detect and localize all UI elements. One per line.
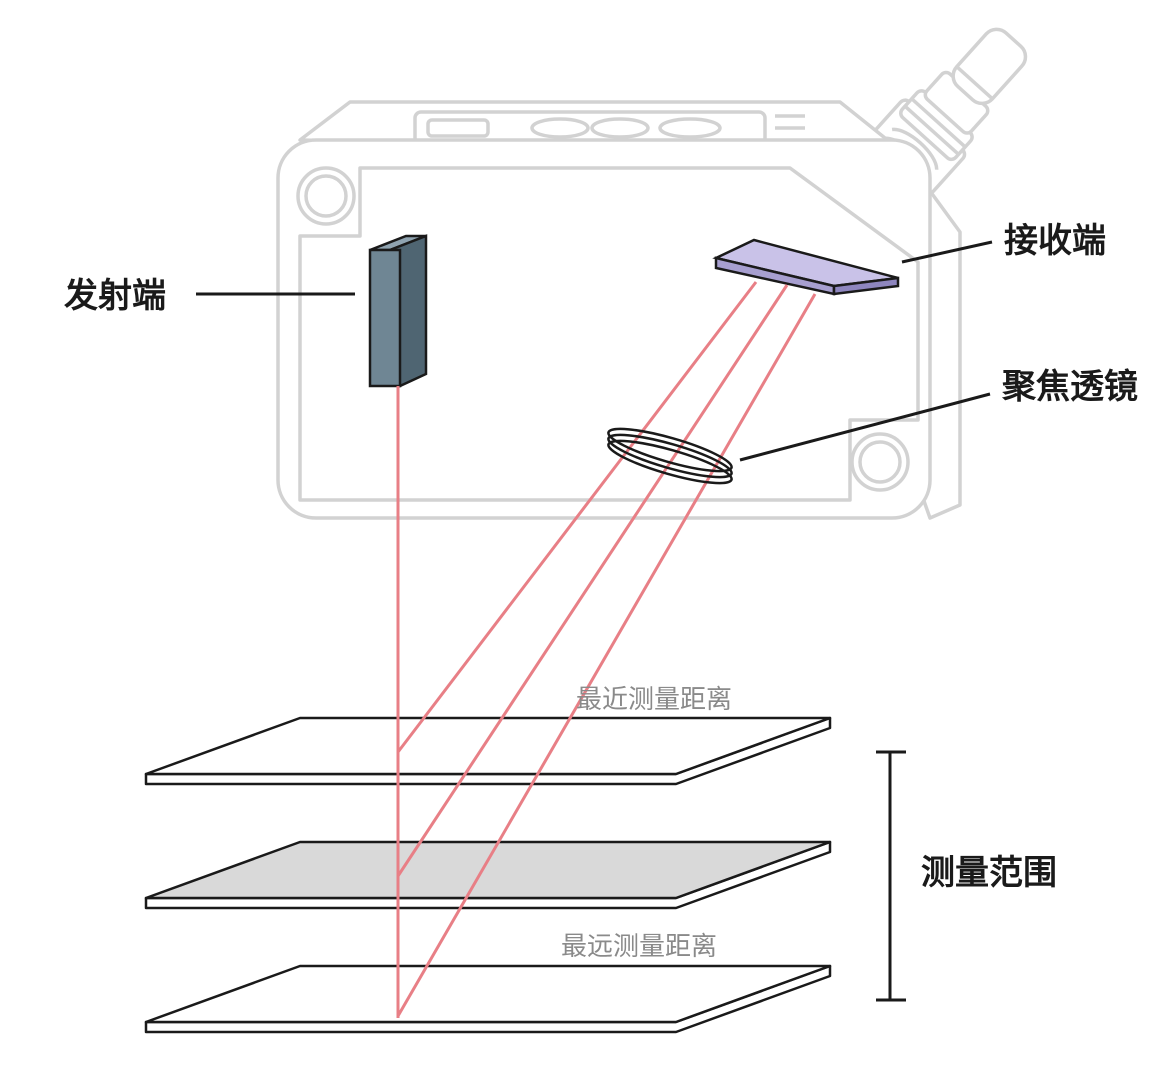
plate-nearest — [144, 716, 832, 786]
receiver-label: 接收端 — [1004, 221, 1106, 261]
measuring-range-label: 测量范围 — [921, 853, 1057, 893]
focus-lens-label: 聚焦透镜 — [1001, 367, 1138, 407]
mounting-hole-icon — [850, 432, 910, 492]
plate-middle — [144, 840, 832, 910]
emitter-label: 发射端 — [64, 276, 166, 316]
farthest-distance-label: 最远测量距离 — [561, 932, 717, 962]
focus-lens — [607, 427, 733, 485]
receiver-chip — [712, 238, 900, 296]
measuring-range-bracket — [876, 750, 906, 1002]
lens-leader — [739, 392, 991, 462]
reflected-beam-far — [396, 293, 817, 1017]
nearest-distance-label: 最近测量距离 — [576, 685, 732, 715]
receiver-leader — [901, 240, 993, 264]
emitter-block — [368, 234, 428, 388]
plate-farthest — [144, 964, 832, 1034]
laser-beams — [396, 281, 817, 1018]
reflected-beam-middle — [396, 284, 789, 877]
sensor-housing — [276, 27, 1028, 520]
mounting-hole-icon — [296, 166, 356, 226]
reflected-beam-near — [396, 281, 758, 753]
